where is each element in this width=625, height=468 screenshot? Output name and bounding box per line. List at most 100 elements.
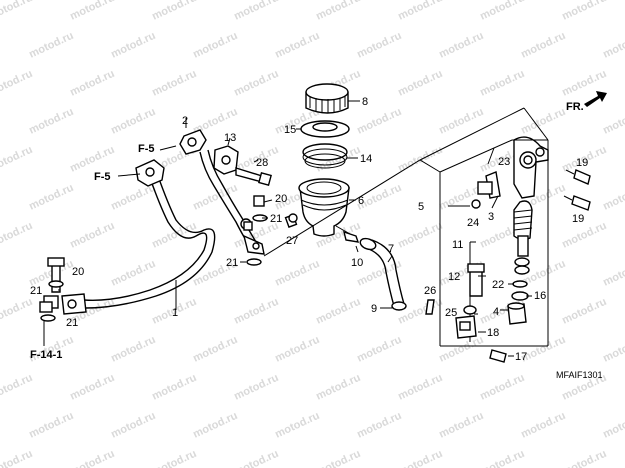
watermark-text: motod.ru bbox=[191, 334, 239, 365]
watermark-text: motod.ru bbox=[355, 334, 403, 365]
watermark-text: motod.ru bbox=[0, 296, 34, 327]
callout-14: 14 bbox=[360, 153, 372, 165]
reservoir-supply-hose bbox=[343, 230, 407, 311]
callout-20-middle: 20 bbox=[275, 193, 287, 205]
watermark-text: motod.ru bbox=[27, 182, 75, 213]
watermark-text: motod.ru bbox=[560, 296, 608, 327]
watermark-text: motod.ru bbox=[150, 220, 198, 251]
callout-28: 28 bbox=[256, 157, 268, 169]
reservoir-cap bbox=[305, 83, 360, 114]
watermark-text: motod.ru bbox=[601, 258, 625, 289]
callout-6: 6 bbox=[358, 195, 364, 207]
callout-21-left: 21 bbox=[30, 285, 42, 297]
watermark-text: motod.ru bbox=[396, 0, 444, 23]
callout-7: 7 bbox=[388, 243, 394, 255]
watermark-text: motod.ru bbox=[0, 372, 34, 403]
callout-11: 11 bbox=[452, 239, 463, 251]
watermark-text: motod.ru bbox=[232, 0, 280, 23]
callout-12: 12 bbox=[448, 271, 460, 283]
callout-5: 5 bbox=[418, 201, 424, 213]
watermark-text: motod.ru bbox=[601, 410, 625, 441]
watermark-text: motod.ru bbox=[0, 220, 34, 251]
watermark-text: motod.ru bbox=[191, 30, 239, 61]
watermark-text: motod.ru bbox=[273, 410, 321, 441]
watermark-text: motod.ru bbox=[396, 68, 444, 99]
callout-25: 25 bbox=[445, 307, 457, 319]
direction-arrow-icon bbox=[584, 91, 607, 107]
callout-19-lower: 19 bbox=[572, 213, 584, 225]
callout-10: 10 bbox=[351, 257, 363, 269]
watermark-text: motod.ru bbox=[273, 258, 321, 289]
watermark-text: motod.ru bbox=[27, 410, 75, 441]
reservoir-tank bbox=[298, 178, 356, 241]
watermark-text: motod.ru bbox=[232, 372, 280, 403]
watermark-text: motod.ru bbox=[27, 106, 75, 137]
callout-3: 3 bbox=[488, 211, 494, 223]
callout-9: 9 bbox=[371, 303, 377, 315]
callout-4: 4 bbox=[493, 306, 499, 318]
watermark-text: motod.ru bbox=[601, 106, 625, 137]
watermark-text: motod.ru bbox=[0, 0, 34, 23]
watermark-text: motod.ru bbox=[519, 30, 567, 61]
callout-21-bottom: 21 bbox=[66, 317, 78, 329]
watermark-text: motod.ru bbox=[150, 0, 198, 23]
watermark-text: motod.ru bbox=[68, 220, 116, 251]
watermark-text: motod.ru bbox=[437, 106, 485, 137]
watermark-text: motod.ru bbox=[478, 448, 526, 468]
watermark-text: motod.ru bbox=[560, 220, 608, 251]
watermark-text: motod.ru bbox=[27, 30, 75, 61]
leader-lines bbox=[43, 118, 532, 357]
watermark-text: motod.ru bbox=[0, 144, 34, 175]
diagram-code: MFAIF1301 bbox=[556, 370, 603, 380]
reservoir-plate bbox=[296, 120, 350, 138]
callout-18: 18 bbox=[487, 327, 499, 339]
watermark-text: motod.ru bbox=[478, 68, 526, 99]
ref-f14: F-14-1 bbox=[30, 349, 62, 361]
callout-23: 23 bbox=[498, 156, 510, 168]
watermark-text: motod.ru bbox=[396, 372, 444, 403]
hose-bracket bbox=[213, 137, 272, 186]
watermark-text: motod.ru bbox=[109, 258, 157, 289]
watermark-text: motod.ru bbox=[314, 448, 362, 468]
watermark-text: motod.ru bbox=[150, 372, 198, 403]
watermark-text: motod.ru bbox=[150, 68, 198, 99]
ref-f5-left: F-5 bbox=[94, 171, 111, 183]
watermark-text: motod.ru bbox=[0, 68, 34, 99]
callout-labels: F-5 F-5 F-14-1 MFAIF1301 1 2 3 4 5 6 7 8… bbox=[30, 96, 603, 380]
watermark-text: motod.ru bbox=[109, 30, 157, 61]
watermark-text: motod.ru bbox=[0, 448, 34, 468]
watermark-text: motod.ru bbox=[68, 0, 116, 23]
master-cylinder bbox=[513, 136, 591, 211]
brake-hose bbox=[39, 159, 216, 322]
watermark-text: motod.ru bbox=[396, 220, 444, 251]
watermark-text: motod.ru bbox=[437, 334, 485, 365]
watermark-text: motod.ru bbox=[109, 182, 157, 213]
watermark-text: motod.ru bbox=[560, 448, 608, 468]
callout-20-left: 20 bbox=[72, 266, 84, 278]
watermark-text: motod.ru bbox=[519, 410, 567, 441]
callout-8: 8 bbox=[362, 96, 368, 108]
watermark-text: motod.ru bbox=[68, 448, 116, 468]
watermark-text: motod.ru bbox=[232, 68, 280, 99]
watermark-text: motod.ru bbox=[314, 372, 362, 403]
watermark-text: motod.ru bbox=[355, 30, 403, 61]
callout-21-middle: 21 bbox=[270, 213, 282, 225]
watermark-text: motod.ru bbox=[478, 372, 526, 403]
watermark-text: motod.ru bbox=[68, 68, 116, 99]
front-direction-arrow: FR. bbox=[566, 91, 607, 113]
callout-2: 2 bbox=[182, 115, 188, 127]
watermark-text: motod.ru bbox=[232, 296, 280, 327]
watermark-text: motod.ru bbox=[232, 448, 280, 468]
watermark-text: motod.ru bbox=[109, 410, 157, 441]
direction-label: FR. bbox=[566, 101, 584, 113]
watermark-text: motod.ru bbox=[150, 448, 198, 468]
callout-17: 17 bbox=[515, 351, 527, 363]
callout-19-upper: 19 bbox=[576, 157, 588, 169]
watermark-text: motod.ru bbox=[601, 334, 625, 365]
callout-26: 26 bbox=[424, 285, 436, 297]
ref-f5-upper: F-5 bbox=[138, 143, 155, 155]
callout-1: 1 bbox=[172, 307, 178, 319]
watermark-text: motod.ru bbox=[109, 106, 157, 137]
